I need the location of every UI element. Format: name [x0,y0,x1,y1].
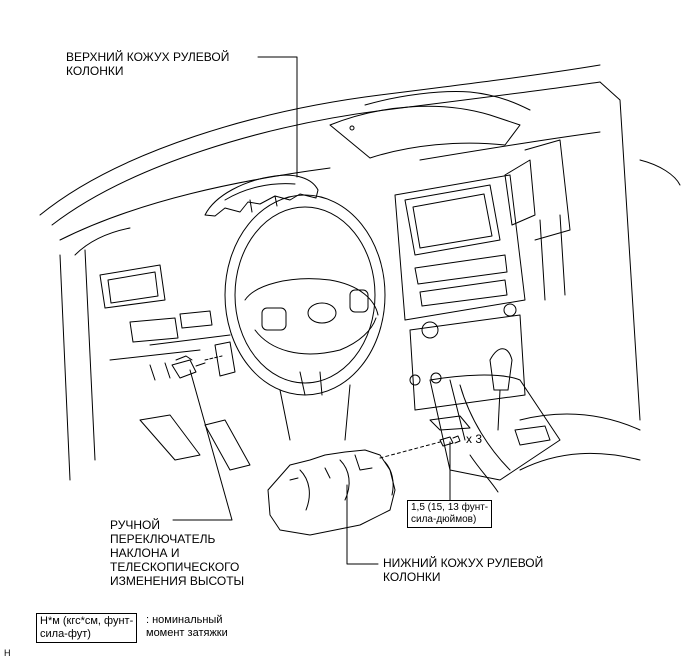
leader-lines [172,56,451,565]
console [429,81,681,481]
upper-cover-label: ВЕРХНИЙ КОЖУХ РУЛЕВОЙ КОЛОНКИ [66,50,230,78]
lower-cover-part [267,449,396,536]
torque-legend-description: : номинальный момент затяжки [146,614,228,639]
torque-spec-box: 1,5 (15, 13 фунт- сила-дюймов) [407,500,493,528]
corner-mark: H [4,648,11,658]
upper-cover-part [204,174,319,217]
tilt-switch-part [171,341,236,379]
steering-wheel [224,194,386,441]
lower-cover-label: НИЖНИЙ КОЖУХ РУЛЕВОЙ КОЛОНКИ [383,556,544,584]
center-stack [394,139,571,411]
torque-unit-legend-box: Н*м (кгс*см, фунт- сила-фут) [36,613,138,643]
dashboard-outline [39,64,601,256]
screw-part [379,435,499,493]
left-panels [59,249,251,481]
screw-count-label: x 3 [466,432,483,446]
tilt-switch-label: РУЧНОЙ ПЕРЕКЛЮЧАТЕЛЬ НАКЛОНА И ТЕЛЕСКОПИ… [110,518,245,588]
